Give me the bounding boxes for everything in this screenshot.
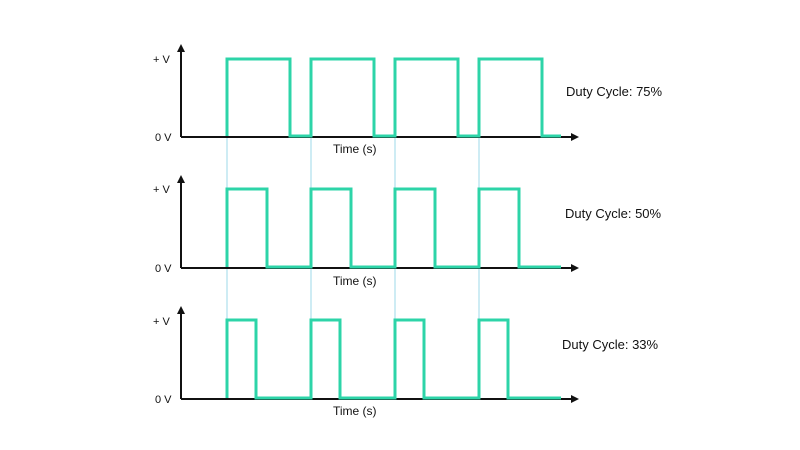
square-wave-signal bbox=[225, 318, 561, 400]
square-wave-signal bbox=[225, 187, 561, 269]
waveform-panel-33: + V 0 V Time (s) Duty Cycle: 33% bbox=[153, 306, 659, 418]
zero-voltage-label: 0 V bbox=[155, 394, 172, 406]
high-voltage-label: + V bbox=[153, 316, 170, 328]
high-voltage-label: + V bbox=[153, 54, 170, 66]
x-axis-label: Time (s) bbox=[333, 142, 377, 156]
x-axis-label: Time (s) bbox=[333, 404, 377, 418]
x-axis-label: Time (s) bbox=[333, 274, 377, 288]
high-voltage-label: + V bbox=[153, 184, 170, 196]
duty-cycle-label: Duty Cycle: 50% bbox=[565, 206, 662, 221]
period-guide-lines bbox=[226, 60, 480, 399]
duty-cycle-label: Duty Cycle: 33% bbox=[562, 337, 659, 352]
zero-voltage-label: 0 V bbox=[155, 132, 172, 144]
duty-cycle-label: Duty Cycle: 75% bbox=[566, 84, 663, 99]
waveform-panel-50: + V 0 V Time (s) Duty Cycle: 50% bbox=[153, 175, 662, 288]
square-wave-signal bbox=[225, 57, 561, 138]
waveform-panel-75: + V 0 V Time (s) Duty Cycle: 75% bbox=[153, 44, 663, 156]
zero-voltage-label: 0 V bbox=[155, 263, 172, 275]
